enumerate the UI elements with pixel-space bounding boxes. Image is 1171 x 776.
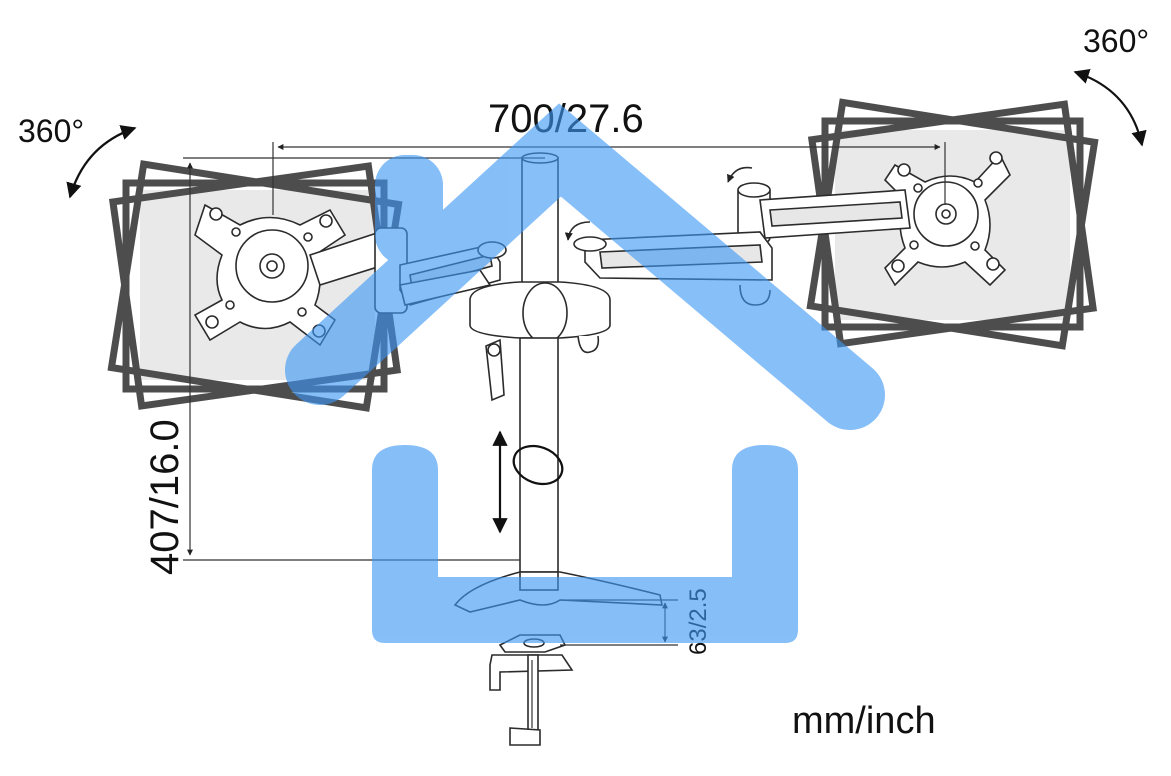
units-label: mm/inch xyxy=(792,700,936,742)
watermark-roof xyxy=(285,103,885,430)
desk-clamp xyxy=(489,634,574,746)
right-vesa-plate xyxy=(883,151,1011,287)
left-vesa-plate xyxy=(193,203,347,347)
left-rotation-arrow xyxy=(66,125,137,199)
left-rotation-label: 360° xyxy=(18,113,84,149)
right-rotation-arrow xyxy=(1073,68,1147,147)
right-frame-tilted-ccw xyxy=(807,100,1098,348)
watermark-chimney xyxy=(375,155,443,265)
height-dimension-label: 407/16.0 xyxy=(143,419,187,575)
stand-assembly: 63/2.5 xyxy=(453,152,712,746)
right-rotation-label: 360° xyxy=(1083,23,1149,59)
house-watermark xyxy=(285,103,885,643)
pole-lower xyxy=(519,337,559,574)
right-monitor: 360° xyxy=(564,23,1149,350)
watermark-house-body xyxy=(372,445,798,643)
